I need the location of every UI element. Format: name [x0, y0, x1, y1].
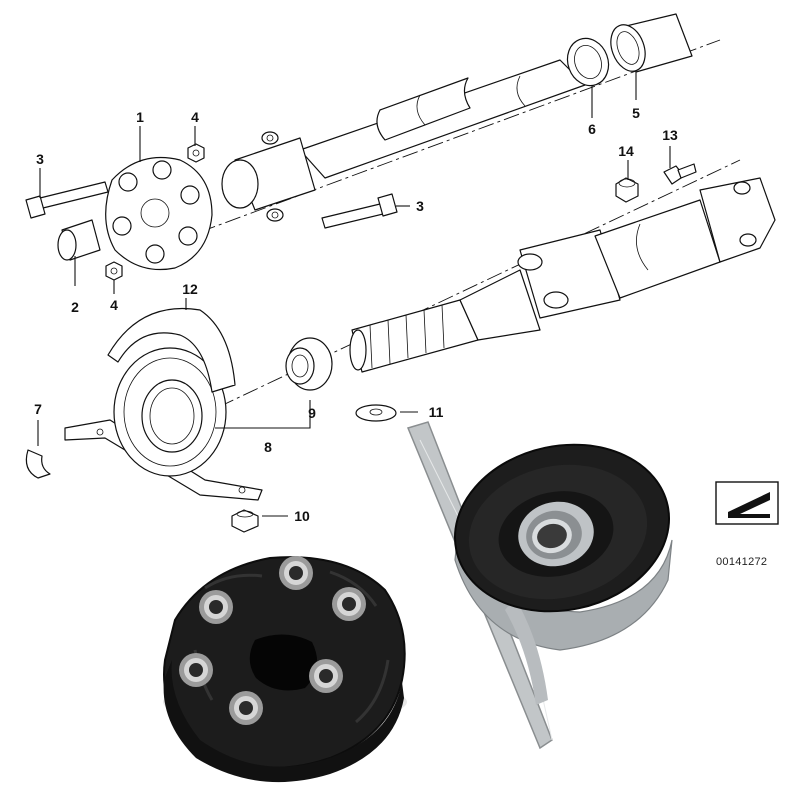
callout-2: 2: [71, 299, 79, 315]
nut-part-4-upper: [187, 143, 205, 163]
corner-arrow-icon: [715, 481, 779, 525]
callout-9: 9: [308, 405, 316, 421]
nut-part-10: [231, 509, 259, 533]
front-driveshaft: [199, 39, 721, 233]
callout-3-right: 3: [416, 198, 424, 214]
center-bearing-part-8: [64, 347, 263, 501]
bushing-part-2: [57, 219, 101, 261]
callout-5: 5: [632, 105, 640, 121]
callout-1: 1: [136, 109, 144, 125]
bolt-part-13: [663, 163, 697, 185]
callout-3-left: 3: [36, 151, 44, 167]
heat-shield-part-12: [107, 307, 236, 393]
bushing-hole: [179, 653, 213, 687]
callout-8: 8: [264, 439, 272, 455]
sleeve-part-5: [610, 13, 693, 73]
callout-14: 14: [618, 143, 634, 159]
bolt-part-3-right: [321, 193, 398, 229]
reference-number: 00141272: [716, 556, 768, 568]
rear-driveshaft: [169, 159, 776, 431]
flex-disc-photo: [163, 556, 407, 783]
flex-disc-part-1: [105, 156, 213, 271]
callout-4-upper: 4: [191, 109, 199, 125]
nut-part-14: [615, 177, 639, 203]
bearing-part-9: [285, 337, 333, 391]
bushing-hole: [199, 590, 233, 624]
bushing-hole: [229, 691, 263, 725]
callout-12: 12: [182, 281, 198, 297]
callout-4-lower: 4: [110, 297, 118, 313]
ring-part-6: [566, 37, 610, 87]
bushing-hole: [309, 659, 343, 693]
callout-10: 10: [294, 508, 310, 524]
callout-11: 11: [429, 404, 444, 420]
callout-numbers: 1 2 3 3 4 4 5 6 7 8 9 10 11 12 13 14: [34, 105, 678, 524]
clip-part-7: [25, 449, 51, 479]
nut-part-4-lower: [105, 261, 123, 281]
center-bearing-photo: [406, 421, 673, 750]
leader-lines: [37, 72, 671, 517]
callout-13: 13: [662, 127, 678, 143]
callout-7: 7: [34, 401, 42, 417]
bushing-hole: [279, 556, 313, 590]
bolt-part-3-left: [25, 181, 109, 219]
washer-part-11: [355, 404, 397, 422]
bushing-hole: [332, 587, 366, 621]
callout-6: 6: [588, 121, 596, 137]
